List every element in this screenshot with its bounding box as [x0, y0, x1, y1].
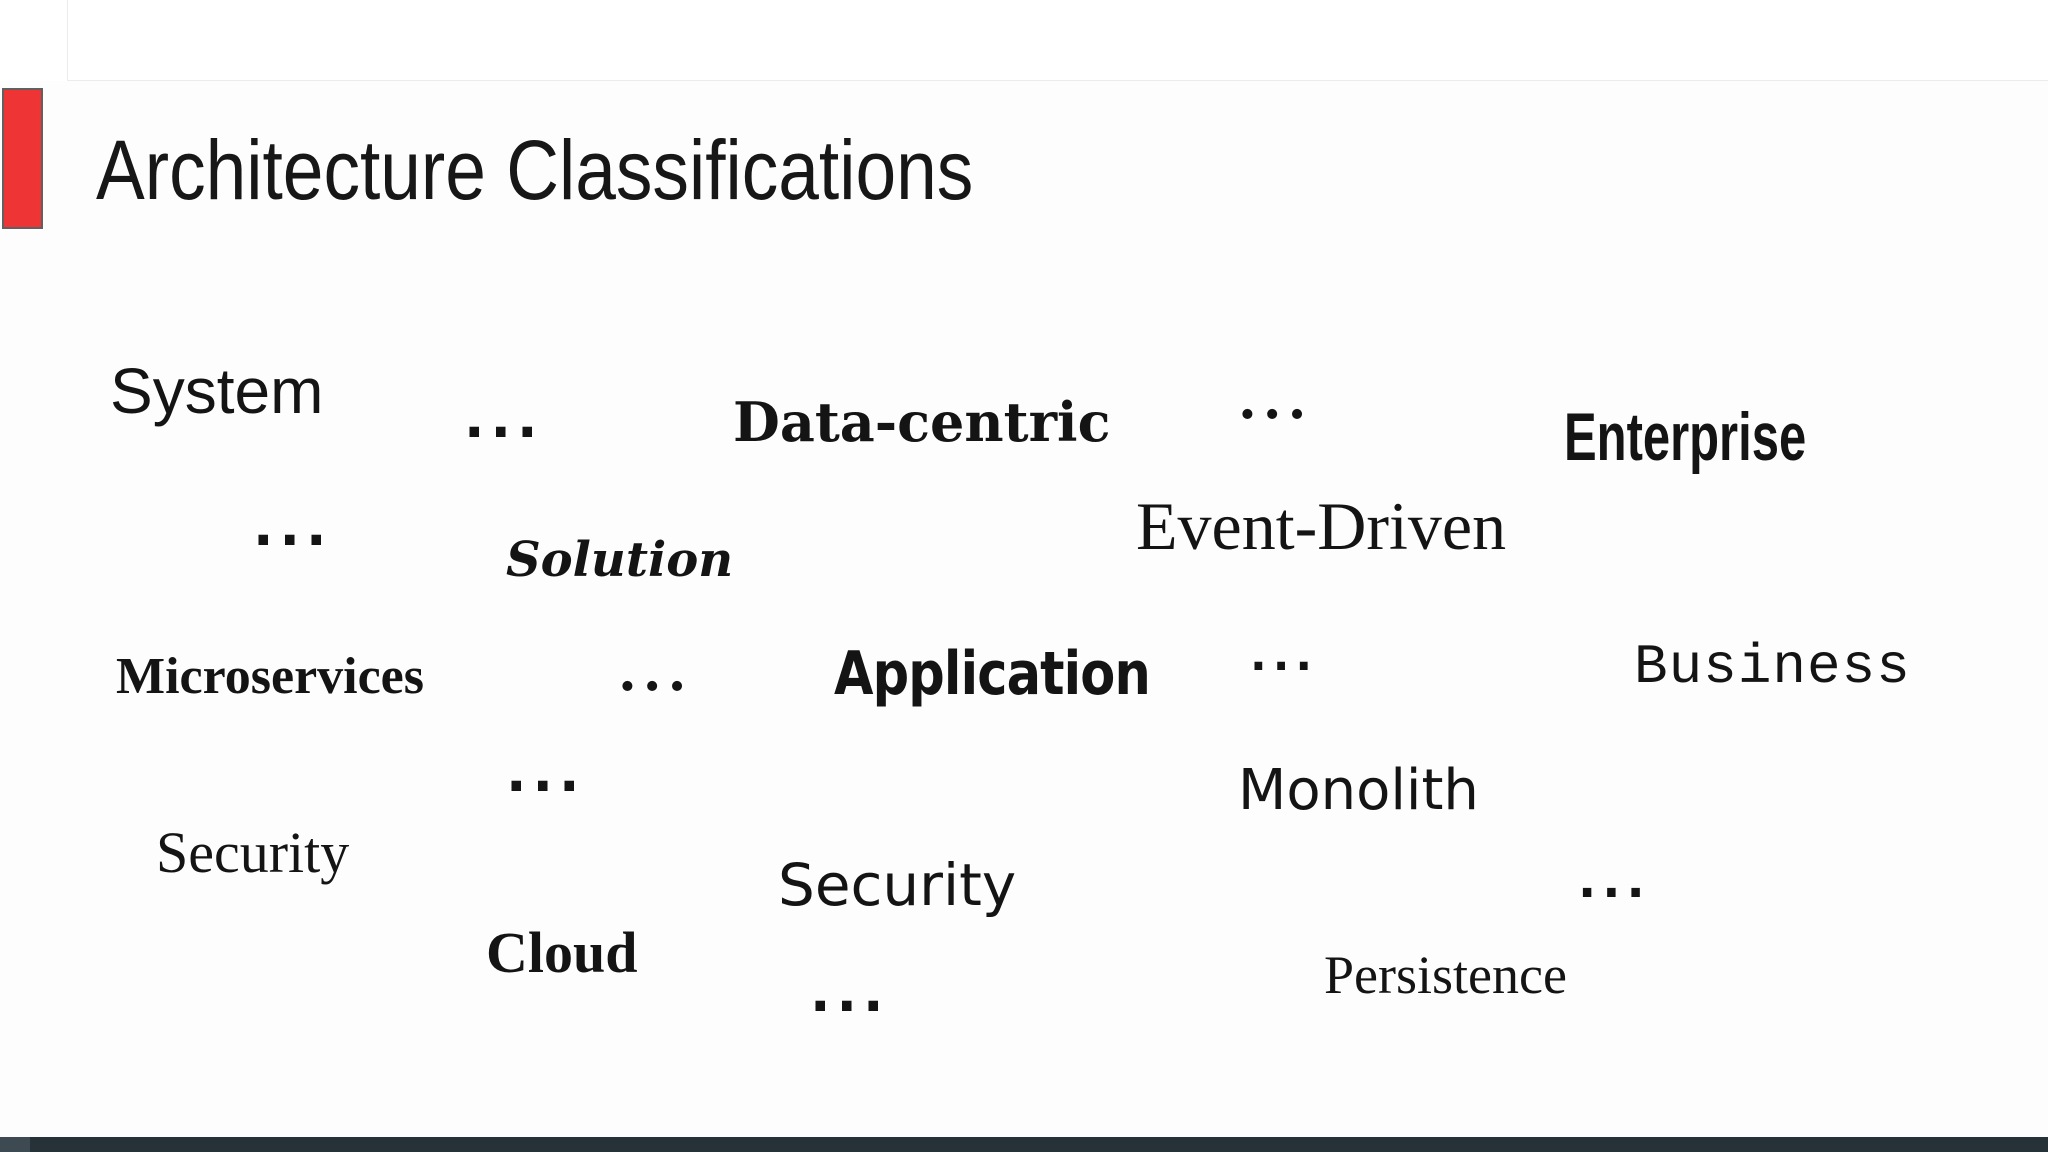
- term-security-serif: Security: [156, 820, 350, 885]
- term-enterprise: Enterprise: [1564, 399, 1807, 475]
- term-system: System: [110, 355, 324, 427]
- term-business: Business: [1634, 635, 1911, 699]
- ellipsis-8: ...: [1578, 853, 1651, 909]
- slide-background: [0, 81, 2048, 1137]
- slide-edge-horizontal: [67, 80, 2048, 81]
- term-solution: Solution: [506, 532, 734, 588]
- title-accent-bar: [2, 88, 43, 229]
- term-data-centric: Data-centric: [733, 390, 1111, 454]
- slide-edge-vertical: [67, 0, 68, 80]
- term-application: Application: [834, 639, 1151, 709]
- term-security-casual: Security: [778, 851, 1017, 919]
- ellipsis-6: ...: [506, 741, 586, 804]
- ellipsis-1: ...: [464, 387, 544, 450]
- term-event-driven: Event-Driven: [1136, 488, 1507, 564]
- ellipsis-7: ...: [810, 961, 890, 1024]
- slide-title: Architecture Classifications: [96, 123, 974, 217]
- term-cloud: Cloud: [486, 920, 638, 985]
- term-microservices: Microservices: [116, 648, 424, 705]
- footer-bar: [0, 1137, 2048, 1152]
- footer-progress-chip: [0, 1137, 30, 1152]
- ellipsis-2: ...: [1238, 367, 1313, 431]
- ellipsis-3: ...: [253, 495, 333, 558]
- term-persistence: Persistence: [1324, 945, 1567, 1005]
- ellipsis-5: ...: [1250, 630, 1319, 681]
- term-monolith: Monolith: [1238, 758, 1479, 823]
- ellipsis-4: ...: [618, 639, 693, 703]
